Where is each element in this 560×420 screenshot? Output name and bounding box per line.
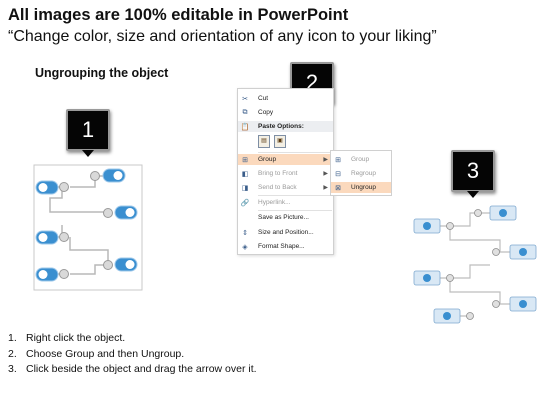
menu-item-label: Hyperlink... — [258, 199, 291, 206]
step-text: Click beside the object and drag the arr… — [26, 363, 257, 375]
copy-icon: ⧉ — [242, 108, 248, 116]
regroup-icon: ⊟ — [335, 170, 341, 178]
menu-separator — [258, 152, 332, 153]
section-title: Ungrouping the object — [35, 66, 169, 80]
menu-item-label: Cut — [258, 95, 269, 102]
paste-option-buttons[interactable]: ▤ ▣ — [258, 135, 286, 148]
bring-front-icon: ◧ — [241, 170, 249, 178]
size-position-icon: ⇕ — [242, 229, 248, 237]
paste-icon: 📋 — [240, 123, 250, 131]
grouped-object-diagram[interactable] — [0, 0, 200, 300]
group-icon: ⊞ — [242, 156, 248, 164]
step-text: Right click the object. — [26, 332, 126, 344]
menu-item-copy[interactable]: ⧉ Copy — [238, 107, 333, 118]
submenu-item-group[interactable]: ⊞ Group — [331, 154, 391, 165]
step-number: 1. — [8, 332, 17, 344]
menu-item-label: Save as Picture... — [258, 214, 309, 221]
menu-item-label: Copy — [258, 109, 274, 116]
submenu-arrow-icon: ▶ — [323, 185, 328, 191]
submenu-arrow-icon: ▶ — [323, 171, 328, 177]
step-item: 1. Right click the object. — [8, 331, 257, 347]
submenu-item-label: Regroup — [351, 170, 376, 177]
group-submenu[interactable]: ⊞ Group ⊟ Regroup ⊠ Ungroup — [330, 150, 392, 196]
submenu-item-regroup[interactable]: ⊟ Regroup — [331, 168, 391, 179]
menu-header-label: Paste Options: — [258, 123, 304, 130]
menu-item-send-to-back[interactable]: ◨ Send to Back ▶ — [238, 182, 333, 193]
send-back-icon: ◨ — [241, 184, 249, 192]
submenu-item-label: Ungroup — [351, 184, 376, 191]
menu-header-paste-options: 📋 Paste Options: — [238, 121, 333, 132]
menu-item-size-and-position[interactable]: ⇕ Size and Position... — [238, 227, 333, 238]
ungroup-icon: ⊠ — [335, 184, 341, 192]
step-number: 3. — [8, 363, 17, 375]
paste-picture-icon[interactable]: ▣ — [274, 135, 286, 148]
step-text: Choose Group and then Ungroup. — [26, 347, 185, 360]
step-number: 2. — [8, 347, 17, 360]
context-menu[interactable]: ✂ Cut ⧉ Copy 📋 Paste Options: ▤ ▣ ⊞ Grou… — [237, 88, 334, 255]
menu-item-bring-to-front[interactable]: ◧ Bring to Front ▶ — [238, 168, 333, 179]
step-badge-3: 3 — [451, 150, 495, 198]
menu-item-label: Send to Back — [258, 184, 297, 191]
menu-item-save-as-picture[interactable]: Save as Picture... — [238, 212, 333, 223]
hyperlink-icon: 🔗 — [240, 199, 250, 207]
format-shape-icon: ◈ — [242, 243, 248, 251]
menu-item-label: Size and Position... — [258, 229, 314, 236]
menu-separator — [258, 210, 332, 211]
group-icon: ⊞ — [335, 156, 341, 164]
menu-item-group[interactable]: ⊞ Group ▶ — [238, 154, 333, 165]
submenu-item-ungroup[interactable]: ⊠ Ungroup — [331, 182, 391, 193]
step-badge-1: 1 — [66, 109, 110, 157]
instruction-steps: 1. Right click the object. 2. Choose Gro… — [8, 331, 257, 378]
menu-item-hyperlink[interactable]: 🔗 Hyperlink... — [238, 197, 333, 208]
menu-separator — [258, 195, 332, 196]
page-title: All images are 100% editable in PowerPoi… — [8, 6, 349, 24]
menu-item-label: Format Shape... — [258, 243, 305, 250]
ungrouped-object-diagram[interactable] — [0, 0, 560, 330]
step-item: 2. Choose Group and then Ungroup. — [8, 347, 257, 363]
step-item: 3. Click beside the object and drag the … — [8, 362, 257, 378]
menu-item-label: Bring to Front — [258, 170, 298, 177]
submenu-arrow-icon: ▶ — [323, 157, 328, 163]
submenu-item-label: Group — [351, 156, 370, 163]
paste-keep-formatting-icon[interactable]: ▤ — [258, 135, 270, 148]
menu-item-label: Group — [258, 156, 277, 163]
scissors-icon: ✂ — [242, 95, 248, 103]
menu-item-format-shape[interactable]: ◈ Format Shape... — [238, 241, 333, 252]
menu-item-cut[interactable]: ✂ Cut — [238, 93, 333, 104]
page-subtitle: “Change color, size and orientation of a… — [8, 28, 437, 45]
